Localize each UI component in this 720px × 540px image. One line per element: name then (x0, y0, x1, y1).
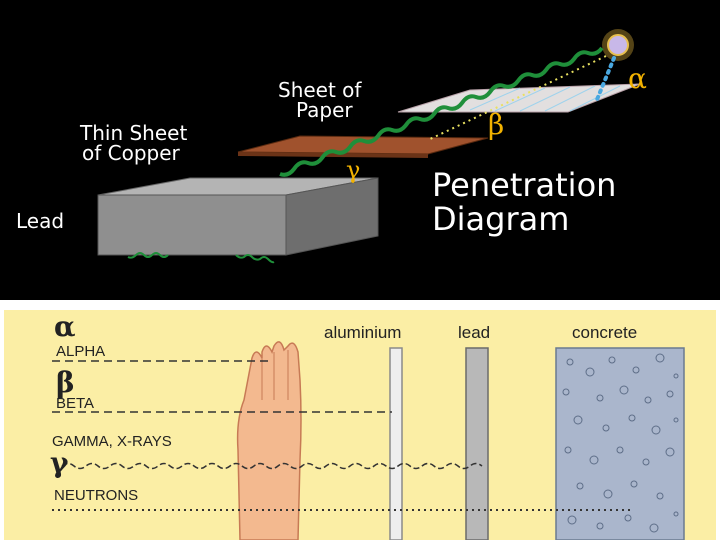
hand-illustration (236, 341, 302, 540)
lead-block-front (97, 194, 287, 256)
alpha-path (594, 56, 616, 104)
paper-label-line1: Sheet of (278, 78, 362, 102)
alpha-symbol: α (628, 62, 647, 95)
concrete-label: concrete (572, 323, 637, 342)
beta-name-label: BETA (56, 395, 94, 412)
lead-label-bottom: lead (458, 323, 490, 342)
gamma-wave-below-1 (127, 252, 169, 259)
shielding-illustration-panel: α ALPHA β BETA GAMMA, X-RAYS γ NEUTRONS … (0, 300, 720, 540)
gamma-path (279, 46, 604, 177)
copper-label-line2: of Copper (82, 141, 181, 165)
paper-hatching (469, 85, 621, 112)
gamma-wave-below-2 (235, 254, 275, 264)
alpha-symbol-bottom: α (54, 310, 76, 343)
lead-label: Lead (16, 209, 64, 233)
radiation-source-core (607, 34, 629, 56)
copper-sheet (237, 135, 489, 155)
hand-finger-lines (261, 350, 289, 400)
gamma-name-label: GAMMA, X-RAYS (52, 433, 172, 450)
copper-label-line1: Thin Sheet (79, 121, 187, 145)
beta-symbol: β (488, 108, 504, 141)
beta-symbol-bottom: β (56, 366, 75, 399)
paper-label-line2: Paper (296, 98, 353, 122)
lead-block-side (285, 177, 379, 256)
neutron-name-label: NEUTRONS (54, 487, 138, 504)
lead-sheet (465, 347, 489, 540)
diagram-title-line2: Diagram (432, 200, 569, 238)
copper-sheet-edge (238, 152, 428, 158)
aluminium-sheet (389, 347, 403, 540)
aluminium-label: aluminium (324, 323, 401, 342)
concrete-block (555, 347, 685, 540)
gamma-symbol-bottom: γ (50, 446, 69, 479)
penetration-diagram-svg: α β γ Sheet of Paper Thin Sheet of Coppe… (16, 29, 647, 264)
shielding-illustration-svg: α ALPHA β BETA GAMMA, X-RAYS γ NEUTRONS … (4, 310, 716, 540)
alpha-name-label: ALPHA (56, 343, 105, 360)
concrete-texture (562, 353, 679, 533)
gamma-symbol: γ (346, 156, 360, 184)
penetration-diagram-panel: α β γ Sheet of Paper Thin Sheet of Coppe… (0, 0, 720, 300)
diagram-title-line1: Penetration (432, 166, 616, 204)
